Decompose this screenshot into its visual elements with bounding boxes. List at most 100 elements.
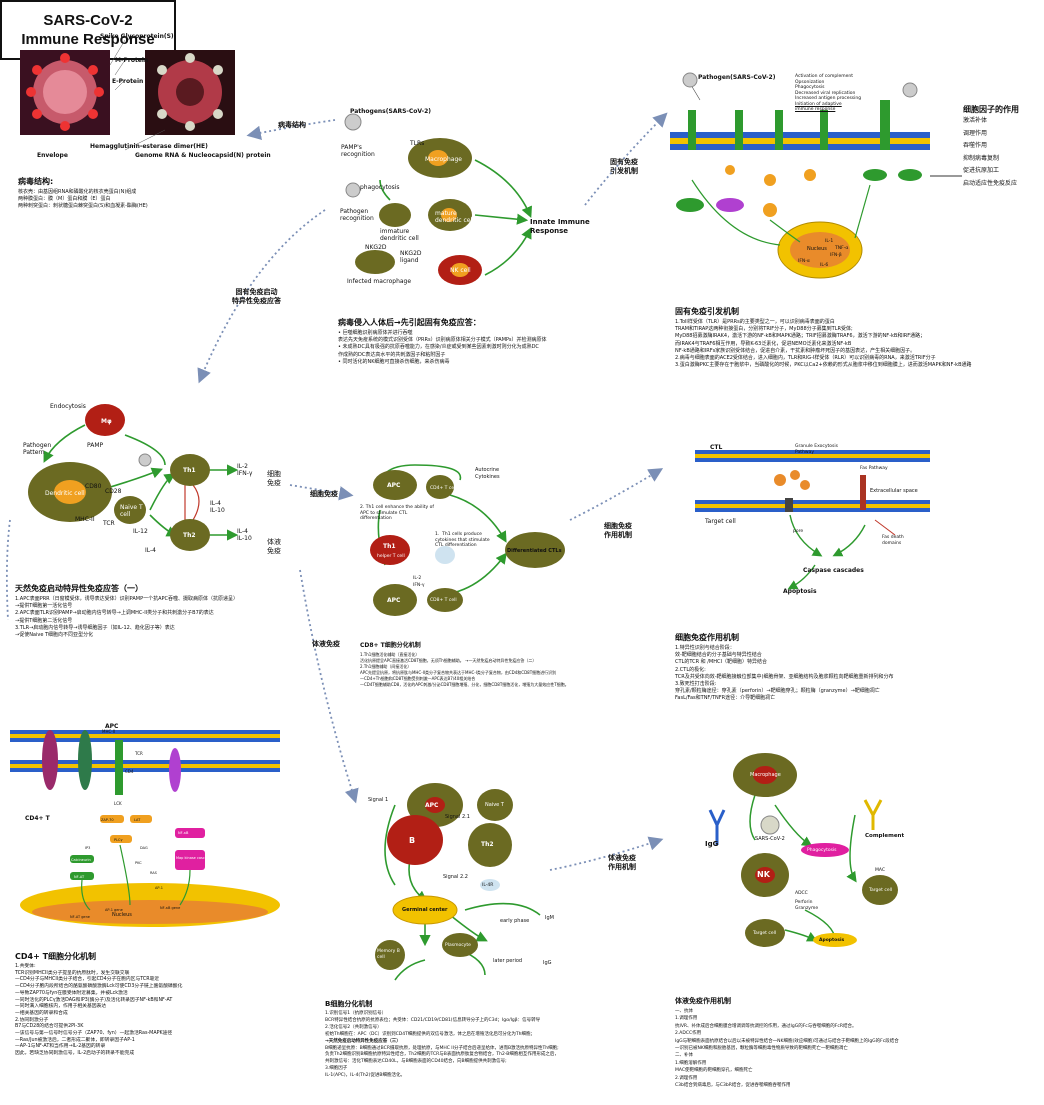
pamp-label: PAMP's recognition [341,144,375,158]
tlr-pathogen-label: Pathogen(SARS-CoV-2) [698,74,776,81]
activation-item: Opsonization [795,79,825,85]
cd8-ifn-label: IFN-γ [413,583,425,588]
pathogen-text-line: 作成熟的DC表达高水平的共刺激因子和粘附因子 [338,351,446,358]
cd28-label: CD28 [105,488,122,495]
mature-dc-label: mature dendritic cell [435,210,474,224]
humoral-text-line: 二、补体 [675,1053,693,1059]
humoral-text-line: 1.调理作用 [675,1016,698,1022]
activation-item: Activation of complement [795,74,853,79]
pore-label: pore [793,529,804,534]
tcr-text-line: —相关基因的转录和合成 [15,1010,68,1016]
dendritic-label: Dendritic cell [45,490,85,497]
cd8-cell-label: CD8+ T cell [430,598,457,603]
b-label: B [409,836,416,845]
innate-text-line: MyD88招募激酶IRAK4，激活下游的NF-kB和MAPK通路；TRIF招募激… [675,333,926,340]
tcr-gene-label: NF-AT gene [70,915,90,919]
activation-item: immune response [795,107,836,112]
connector-humoral [299,569,359,804]
b-text-line: 2.活化信号2（共刺激信号） [325,1024,382,1030]
humoral-text-title: 体液免疫作用机制 [675,997,731,1005]
connector-cellular [289,484,354,501]
granule-label: Granule Exocytosis Pathway [795,444,838,455]
phagocytosis-label: phagocytosis [360,184,400,191]
cd8-graphics [370,464,565,616]
igm-label: IgM [545,915,554,921]
nkg2d-ligand-label: NKG2D ligand [400,250,422,264]
innate-text-title: 固有免疫引发机制 [675,307,739,316]
germinal-label: Germinal center [402,907,448,913]
cd8-il2-label: IL-2 [413,576,422,581]
activation-item: Increased antigen processing [795,96,862,101]
label-innate-activation: 固有免疫 引发机制 [610,158,638,175]
pathogen-text-line: • 巨噬细胞识别病原体并进行吞噬 [338,330,413,336]
tcr-text-line: 2.协同刺激分子 [15,1017,49,1023]
tcr-text-line: 因此，若缺乏协同刺激信号，IL-2启动子的转录不能完成 [15,1051,135,1057]
label-cellular-mech: 细胞免疫 作用机制 [604,522,632,539]
m-protein-label: M-Protein [115,57,149,64]
ctl-text: 细胞免疫作用机制 1.特异性识别与结合阶段： 效-靶细胞结合的分子基础与特异性结… [675,632,894,703]
tcr-signal-label: CD4 [125,769,134,774]
ctl-text-line: 2.CTL的极化: [675,666,706,673]
cd8-text-line: 2.Th1细胞辅助（间接活化） [360,664,412,669]
cytokine-list: 细胞因子的作用 激活补体 调理作用 吞噬作用 抑制病毒复制 促进抗原加工 启动适… [963,104,1019,190]
b-th2-label: Th2 [481,841,494,848]
tcr-gene-label: NF-κB gene [160,906,181,910]
label-virus-structure: 病毒结构 [278,121,306,129]
tcr-signal-label: NF-κB [178,831,189,835]
label-innate-to-specific: 固有免疫启动 特异性免疫应答 [232,288,281,305]
innate-immune-label: Innate Immune Response [530,218,590,235]
activation-item: Initiation of adaptive [795,101,842,107]
dc-text-line: →提供T细胞第二活化信号 [15,617,73,624]
helper-label: helper T cell [377,554,405,559]
gene-label: IL-6 [820,263,829,268]
dc-pamp-label: PAMP [87,442,104,449]
innate-text-line: 而IRAK4与TRAF6相互作用，导致K-63泛素化，促进NEMO泛素化来激活N… [675,340,852,347]
connector-humoral-mech [549,836,664,871]
endocytosis-label: Endocytosis [50,403,86,410]
gene-label: IL-1 [825,239,834,244]
humoral-apoptosis-label: Apoptosis [819,938,845,943]
tcr-signal-label: ZAP-70 [101,818,114,822]
humoral-text-line: MAC使靶细胞的靶细胞穿孔，细胞死亡 [675,1068,753,1074]
tcr-signal-label: PLCγ [114,838,123,842]
humoral-text-line: 2.调理作用 [675,1075,698,1081]
innate-mechanism-text: 固有免疫引发机制 1.Toll样受体（TLR）是PRRs的主要类型之一，可以识别… [675,306,972,369]
innate-text-line: 2.病毒与细胞表面的ACE2受体结合，进入细胞内，TLR和RIG-I样受体（RL… [675,355,936,362]
tcr-signaling-diagram: APC CD4+ T Nucleus MHC-II CD4 TCR LCK ZA… [10,720,280,935]
dc-th-graphics [28,404,239,551]
he-label: Hemagglutinin-esterase dimer(HE) [90,143,208,150]
dc-th-diagram: Endocytosis Mφ Pathogen Pattern PAMP Den… [15,400,295,575]
signal22-label: Signal 2.2 [443,874,468,880]
immature-dc-label: immature dendritic cell [380,228,419,242]
cytokine-item: 抑制病毒复制 [963,154,1000,162]
pathogen-text-line: • 未成熟DC具有极强的抗原吞噬能力，在感染/炎症或受到某些因素刺激时则分化为成… [338,344,539,351]
cytokine-pointer [930,175,962,177]
connector-innate-specific [197,209,326,384]
humoral-phagocytosis-label: Phagocytosis [807,848,837,853]
infected-macrophage-label: Infected macrophage [347,278,412,285]
genome-label: Genome RNA & Nucleocapsid(N) protein [135,152,271,159]
tcr-text-line: B7与CD28的结合可提供2PI-3K [15,1024,84,1030]
il4-label: IL-4 [145,547,156,554]
humoral-igg-label: IgG [705,840,719,848]
humoral-macrophage-label: Macrophage [750,772,781,778]
cytokine-list-title: 细胞因子的作用 [963,105,1019,114]
gene-label: TNF-α [835,246,849,251]
tcr-text: CD4+ T细胞分化机制 1.共受体: TCR识别MHCII类分子提呈的抗原肽时… [15,951,182,1058]
ctl-text-line: 1.特异性识别与结合阶段： [675,645,735,651]
adcc-label: ADCC [795,891,808,896]
tcr-text-line: TCR识别MHCII类分子提呈的抗原肽时，发生交联交联 [15,970,130,976]
cd8-text-line: —CD4+Th细胞和CD8T细胞受到刺激—APC表达B7/40相关结合 [360,676,476,681]
naive-t-label: Naive T cell [120,504,143,518]
mac-label: MAC [875,868,886,873]
ctl-text-line: 3.致死性打击阶段: [675,681,717,688]
macrophage-label: Macrophage [425,156,462,163]
memory-label: Memory B cell [377,949,400,960]
innate-text-line: NF-kB通路和IRFs家族识别受体结合，促进自介素，干扰素和肿瘤坏死因子的基因… [675,347,916,354]
virus-structure-diagram: Spike Glycoprotein(S) M-Protein E-Protei… [15,30,271,160]
diff-ctl-label: Differentiated CTLs [507,548,562,554]
tcr-signal-label: IP3 [85,846,91,850]
ctl-text-line: CTL的TCR 和 /MHCI（靶细胞）特异结合 [675,659,767,666]
tcr-signal-label: TCR [135,751,143,756]
